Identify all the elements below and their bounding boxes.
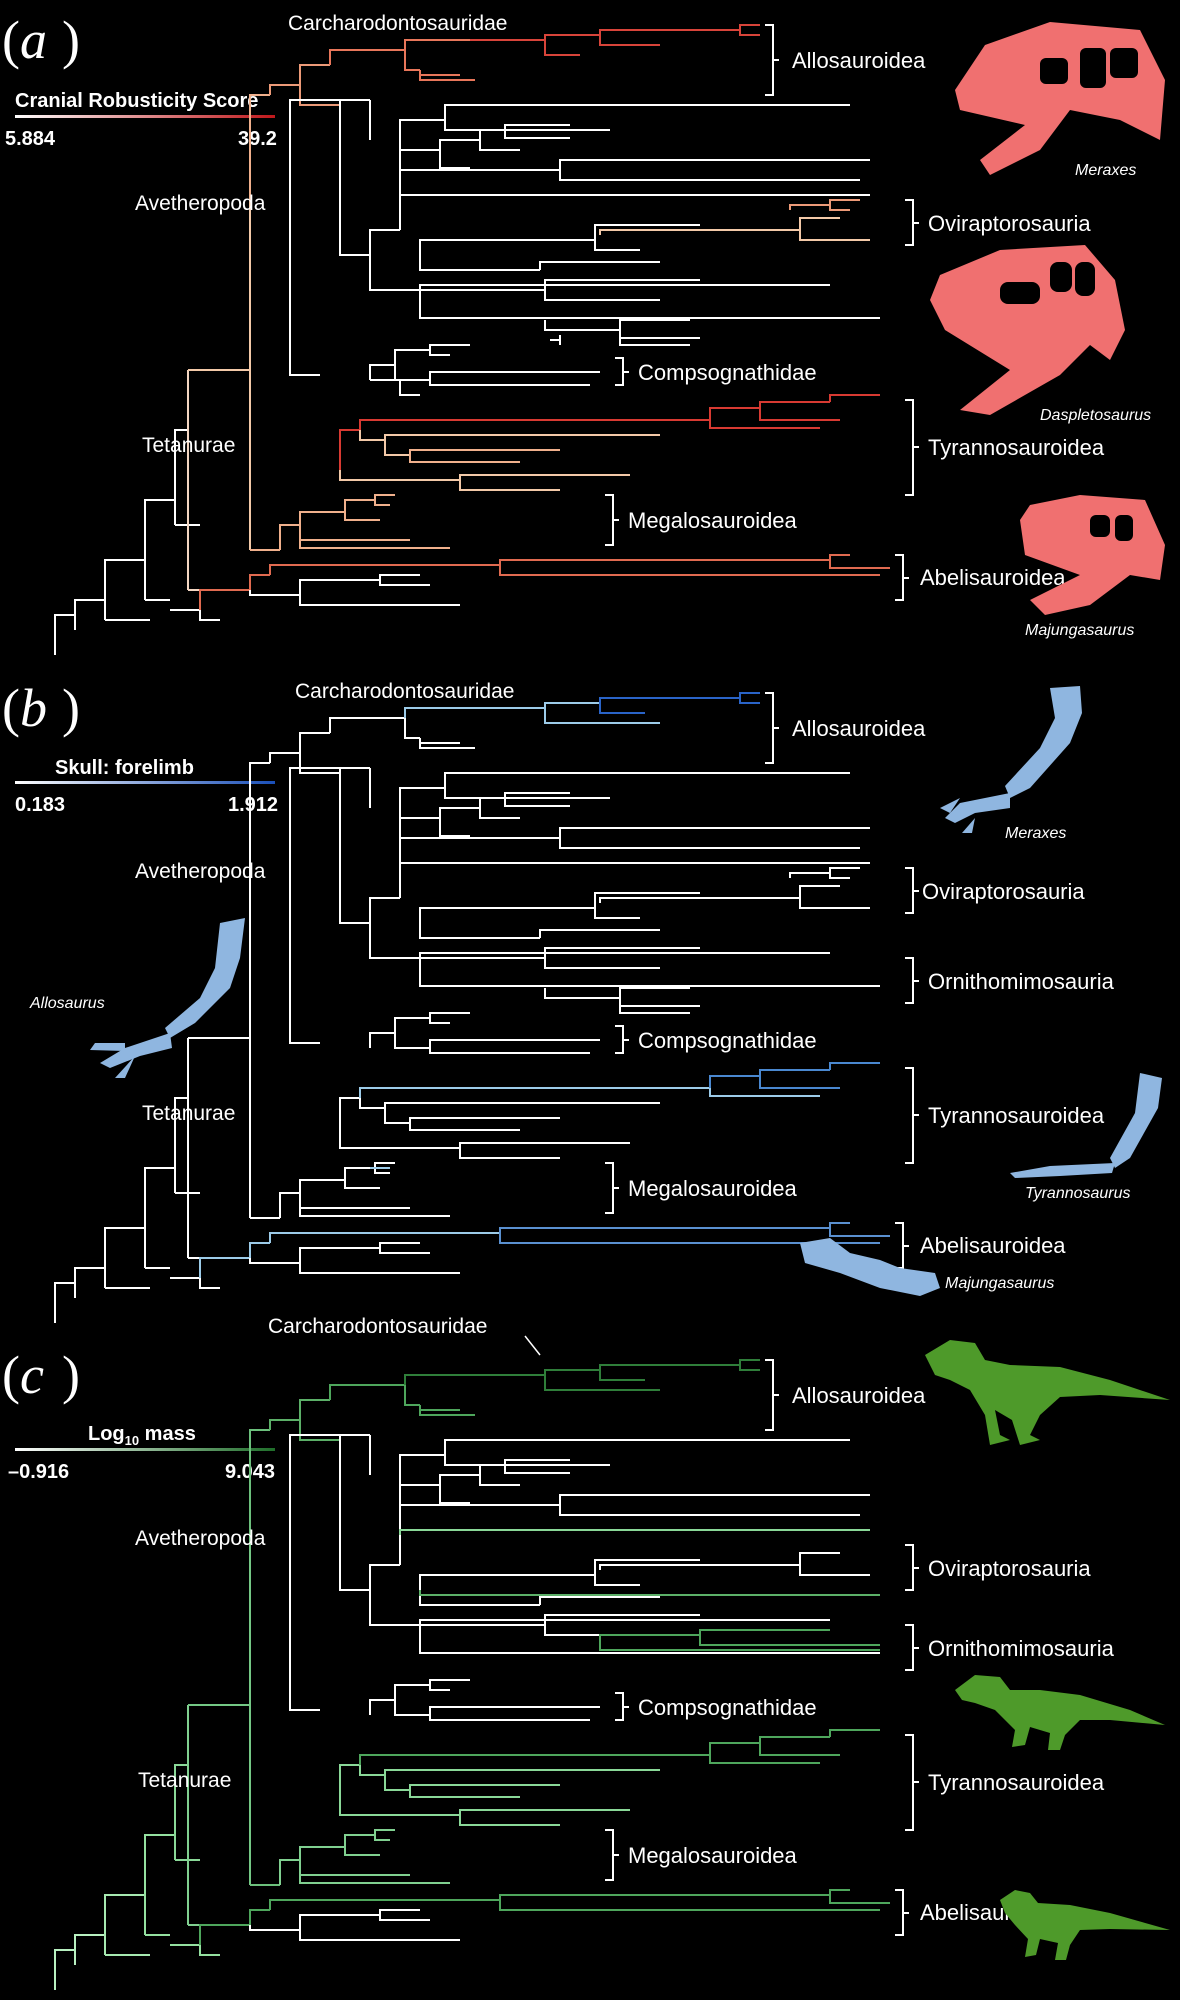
panel-letter: b xyxy=(20,678,47,738)
clade-label-ornithomimosauria: Ornithomimosauria xyxy=(928,1636,1115,1661)
node-label-carcharodontosauridae: Carcharodontosauridae xyxy=(295,680,514,703)
phylogeny-tree xyxy=(54,24,890,655)
clade-label-ornithomimosauria: Ornithomimosauria xyxy=(928,969,1115,994)
panel-c: ( c ) Log10 mass –0.916 9.043 xyxy=(2,1315,1170,1990)
clade-label-compsognathidae: Compsognathidae xyxy=(638,1028,817,1053)
scale-title-log: Log xyxy=(88,1423,125,1445)
taxon-label-tyrannosaurus: Tyrannosaurus xyxy=(1025,1185,1131,1202)
clade-label-tyrannosauroidea: Tyrannosauroidea xyxy=(928,1770,1105,1795)
phylogeny-tree xyxy=(54,1335,890,1990)
clade-label-abelisauroidea: Abelisauroidea xyxy=(920,565,1066,590)
clade-label-abelisauroidea: Abelisauroidea xyxy=(920,1233,1066,1258)
node-label-carcharodontosauridae: Carcharodontosauridae xyxy=(268,1315,487,1338)
silhouettes xyxy=(925,1340,1170,1960)
clade-brackets xyxy=(605,24,919,601)
node-label-avetheropoda: Avetheropoda xyxy=(135,192,266,215)
clade-label-oviraptorosauria: Oviraptorosauria xyxy=(928,1556,1091,1581)
scale-min: 0.183 xyxy=(15,794,65,816)
phylogeny-tree xyxy=(54,692,890,1323)
clade-label-allosauroidea: Allosauroidea xyxy=(792,716,926,741)
clade-label-compsognathidae: Compsognathidae xyxy=(638,360,817,385)
panel-letter-close: ) xyxy=(62,1345,80,1405)
clade-label-allosauroidea: Allosauroidea xyxy=(792,48,926,73)
clade-label-megalosauroidea: Megalosauroidea xyxy=(628,1176,798,1201)
node-labels: Carcharodontosauridae Avetheropoda Tetan… xyxy=(135,1315,487,1792)
silhouettes: Meraxes Daspletosaurus Majungasaurus xyxy=(930,22,1165,639)
panel-letter: a xyxy=(20,10,47,70)
panel-letter-close: ) xyxy=(62,678,80,738)
allosauroid-silhouette-icon xyxy=(925,1340,1170,1445)
color-scale: Skull: forelimb 0.183 1.912 xyxy=(15,757,278,816)
scale-title: Cranial Robusticity Score xyxy=(15,90,258,112)
scale-title-subscript: 10 xyxy=(125,1433,139,1448)
clade-brackets xyxy=(605,692,919,1269)
node-label-tetanurae: Tetanurae xyxy=(142,434,235,457)
clade-label-allosauroidea: Allosauroidea xyxy=(792,1383,926,1408)
node-label-carcharodontosauridae: Carcharodontosauridae xyxy=(288,12,507,35)
forelimb-tyrannosaurus-icon xyxy=(1010,1073,1162,1178)
scale-title-mass: mass xyxy=(139,1423,196,1445)
node-label-tetanurae: Tetanurae xyxy=(142,1102,235,1125)
taxon-label-meraxes: Meraxes xyxy=(1005,825,1066,842)
node-label-tetanurae: Tetanurae xyxy=(138,1769,231,1792)
node-labels: Carcharodontosauridae Avetheropoda Tetan… xyxy=(135,12,507,457)
panel-b: ( b ) Skull: forelimb 0.183 1.912 xyxy=(2,678,1162,1323)
forelimb-meraxes-icon xyxy=(940,686,1082,833)
panel-letter-close: ) xyxy=(62,10,80,70)
clade-label-tyrannosauroidea: Tyrannosauroidea xyxy=(928,435,1105,460)
forelimb-majungasaurus-icon xyxy=(800,1238,940,1296)
panel-letter-open: ( xyxy=(2,678,20,738)
color-scale: Log10 mass –0.916 9.043 xyxy=(8,1423,275,1483)
forelimb-allosaurus-icon xyxy=(90,918,245,1078)
taxon-label-meraxes: Meraxes xyxy=(1075,162,1136,179)
abelisaur-silhouette-icon xyxy=(1000,1890,1170,1960)
node-label-avetheropoda: Avetheropoda xyxy=(135,1527,266,1550)
node-labels: Carcharodontosauridae Avetheropoda Tetan… xyxy=(135,680,514,1125)
taxon-label-majungasaurus: Majungasaurus xyxy=(945,1275,1054,1292)
scale-max: 39.2 xyxy=(238,128,277,150)
scale-bar xyxy=(15,1448,275,1451)
taxon-label-daspletosaurus: Daspletosaurus xyxy=(1040,407,1151,424)
clade-brackets xyxy=(605,1359,919,1936)
tyrannosaur-silhouette-icon xyxy=(955,1675,1165,1750)
color-scale: Cranial Robusticity Score 5.884 39.2 xyxy=(5,90,277,150)
panel-letter-open: ( xyxy=(2,10,20,70)
clade-labels: Allosauroidea Oviraptorosauria Ornithomi… xyxy=(628,1383,1115,1925)
panel-a: ( a ) Cranial Robusticity Score 5.884 39… xyxy=(2,10,1165,655)
scale-min: –0.916 xyxy=(8,1461,69,1483)
scale-min: 5.884 xyxy=(5,128,56,150)
node-label-avetheropoda: Avetheropoda xyxy=(135,860,266,883)
scale-bar xyxy=(15,781,275,784)
clade-label-tyrannosauroidea: Tyrannosauroidea xyxy=(928,1103,1105,1128)
scale-title: Log10 mass xyxy=(88,1423,196,1448)
clade-labels: Allosauroidea Oviraptorosauria Compsogna… xyxy=(628,48,1105,590)
clade-label-megalosauroidea: Megalosauroidea xyxy=(628,508,798,533)
panel-letter-open: ( xyxy=(2,1345,20,1405)
panel-letter: c xyxy=(20,1345,44,1405)
silhouettes: Meraxes Allosaurus Tyrannosaurus Majunga… xyxy=(29,686,1162,1296)
clade-label-oviraptorosauria: Oviraptorosauria xyxy=(928,211,1091,236)
scale-bar xyxy=(15,115,275,118)
skull-majungasaurus-icon xyxy=(1020,495,1165,615)
taxon-label-majungasaurus: Majungasaurus xyxy=(1025,622,1134,639)
skull-daspletosaurus-icon xyxy=(930,245,1125,415)
skull-meraxes-icon xyxy=(955,22,1165,175)
clade-labels: Allosauroidea Oviraptorosauria Ornithomi… xyxy=(628,716,1115,1258)
clade-label-oviraptorosauria: Oviraptorosauria xyxy=(922,879,1085,904)
scale-max: 1.912 xyxy=(228,794,278,816)
taxon-label-allosaurus: Allosaurus xyxy=(29,995,105,1012)
clade-label-megalosauroidea: Megalosauroidea xyxy=(628,1843,798,1868)
scale-title: Skull: forelimb xyxy=(55,757,194,779)
clade-label-compsognathidae: Compsognathidae xyxy=(638,1695,817,1720)
